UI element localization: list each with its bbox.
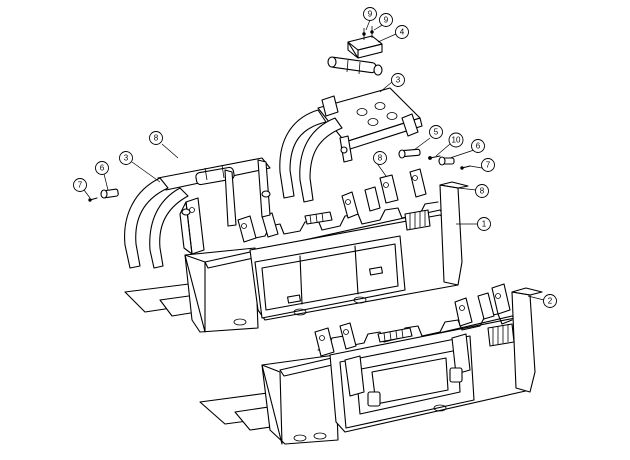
svg-text:8: 8: [480, 187, 485, 196]
svg-text:10: 10: [452, 136, 461, 145]
svg-text:6: 6: [476, 142, 481, 151]
callout-8-left: 8: [149, 131, 163, 145]
pin-hardware-right: [398, 148, 471, 170]
callout-9-a: 9: [363, 7, 377, 21]
svg-text:2: 2: [548, 297, 553, 306]
right-grapple-arm: [279, 87, 423, 203]
svg-text:3: 3: [396, 76, 401, 85]
callout-6-right: 6: [471, 139, 485, 153]
callout-9-b: 9: [379, 13, 393, 27]
left-grapple-arm: [124, 157, 271, 269]
callout-2: 2: [543, 294, 557, 308]
svg-text:1: 1: [482, 220, 487, 229]
callout-7-right: 7: [481, 158, 495, 172]
pin-hardware-left: [88, 188, 119, 202]
upper-grapple-fork-assembly: [124, 168, 469, 333]
svg-text:3: 3: [124, 154, 129, 163]
lower-fork-frame: [199, 283, 543, 445]
svg-text:6: 6: [100, 164, 105, 173]
callout-8-right: 8: [475, 184, 489, 198]
callout-10: 10: [448, 132, 464, 148]
leader-lines: [83, 19, 545, 301]
callout-3-left-arm: 3: [119, 151, 133, 165]
callout-6-left: 6: [95, 161, 109, 175]
svg-text:7: 7: [486, 161, 491, 170]
callout-8-middle: 8: [373, 151, 387, 165]
svg-text:5: 5: [434, 128, 439, 137]
svg-text:9: 9: [384, 16, 389, 25]
svg-text:8: 8: [378, 154, 383, 163]
svg-text:4: 4: [400, 28, 405, 37]
callout-1: 1: [477, 217, 491, 231]
svg-text:9: 9: [368, 10, 373, 19]
callout-5: 5: [429, 125, 443, 139]
callout-4: 4: [395, 25, 409, 39]
callout-3-right-arm: 3: [391, 73, 405, 87]
svg-text:7: 7: [78, 181, 83, 190]
callout-7-left: 7: [73, 178, 87, 192]
cylinder-bracket-hardware: [327, 26, 383, 76]
svg-text:8: 8: [154, 134, 159, 143]
